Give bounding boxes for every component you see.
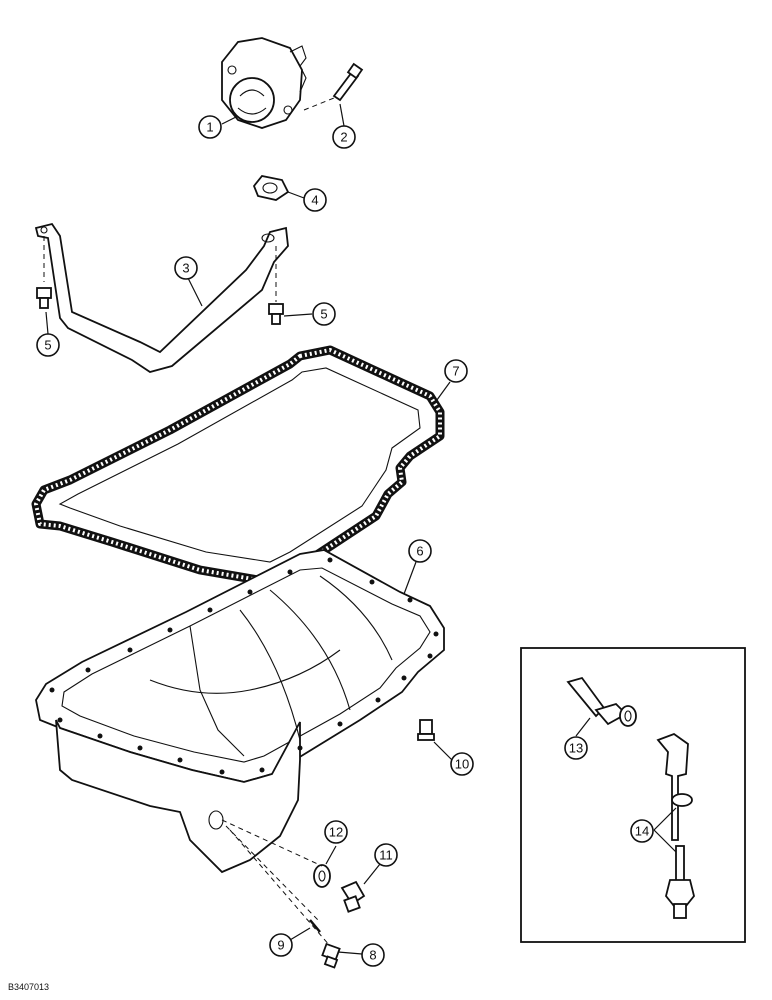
svg-text:2: 2 [340,130,347,145]
callout-12: 12 [324,820,348,844]
svg-text:10: 10 [455,757,469,772]
pan-bolt-hole [57,717,63,723]
callout-11: 11 [374,843,398,867]
pan-bolt-hole [177,757,183,763]
tube-screw-right [268,303,284,325]
pan-bolt-hole [369,579,375,585]
pan-bolt-hole [137,745,143,751]
callout-2: 2 [332,125,356,149]
callout-5-left: 5 [36,333,60,357]
callout-7: 7 [444,359,468,383]
leader-lines [45,103,677,955]
pan-bolt-hole [407,597,413,603]
pump-gasket [252,175,290,201]
oil-pan [35,549,445,874]
oil-pan-gasket [31,345,445,587]
callout-3: 3 [174,256,198,280]
svg-text:9: 9 [277,938,284,953]
pan-bolt-hole [327,557,333,563]
svg-text:13: 13 [569,741,583,756]
pump-mounting-bolt [303,62,364,111]
pan-bolt-hole [337,721,343,727]
drain-fitting [321,942,341,969]
svg-text:14: 14 [635,824,649,839]
callout-14: 14 [630,819,654,843]
pan-bolt-hole [297,745,303,751]
dipstick-tube-adapter [566,676,637,727]
callout-1: 1 [198,115,222,139]
drain-plug [340,880,366,913]
pan-bolt-hole [259,767,265,773]
pan-bolt-hole [287,569,293,575]
dipstick [665,845,695,919]
callout-9: 9 [269,933,293,957]
pan-bolt-hole [127,647,133,653]
callout-13: 13 [564,736,588,760]
pan-bolt-hole [97,733,103,739]
dipstick-tube [656,732,693,841]
svg-text:5: 5 [44,338,51,353]
svg-text:6: 6 [416,544,423,559]
drain-plug-washer [313,864,331,888]
svg-text:12: 12 [329,825,343,840]
svg-text:4: 4 [311,193,318,208]
svg-text:8: 8 [369,948,376,963]
callout-6: 6 [408,539,432,563]
svg-text:5: 5 [320,307,327,322]
callout-5-right: 5 [312,302,336,326]
pan-bolt-hole [219,769,225,775]
pan-bolt-hole [167,627,173,633]
svg-text:3: 3 [182,261,189,276]
figure-id: B3407013 [8,982,49,992]
svg-text:7: 7 [452,364,459,379]
svg-text:1: 1 [206,120,213,135]
pan-bolt-hole [207,607,213,613]
pan-bolt-hole [433,631,439,637]
dipstick-inset-box [520,647,746,943]
pan-screw [417,719,435,741]
pan-bolt-hole [375,697,381,703]
pan-bolt-hole [427,653,433,659]
callout-4: 4 [303,188,327,212]
callout-8: 8 [361,943,385,967]
pan-bolt-hole [401,675,407,681]
pan-bolt-hole [49,687,55,693]
callout-10: 10 [450,752,474,776]
pan-bolt-hole [247,589,253,595]
drain-pin [309,919,321,933]
tube-screw-left [36,287,52,309]
pan-bolt-hole [85,667,91,673]
oil-pump [221,37,307,129]
pan-bolt-holes [49,557,439,775]
oil-pickup-tube [34,222,289,373]
svg-text:11: 11 [379,848,393,863]
